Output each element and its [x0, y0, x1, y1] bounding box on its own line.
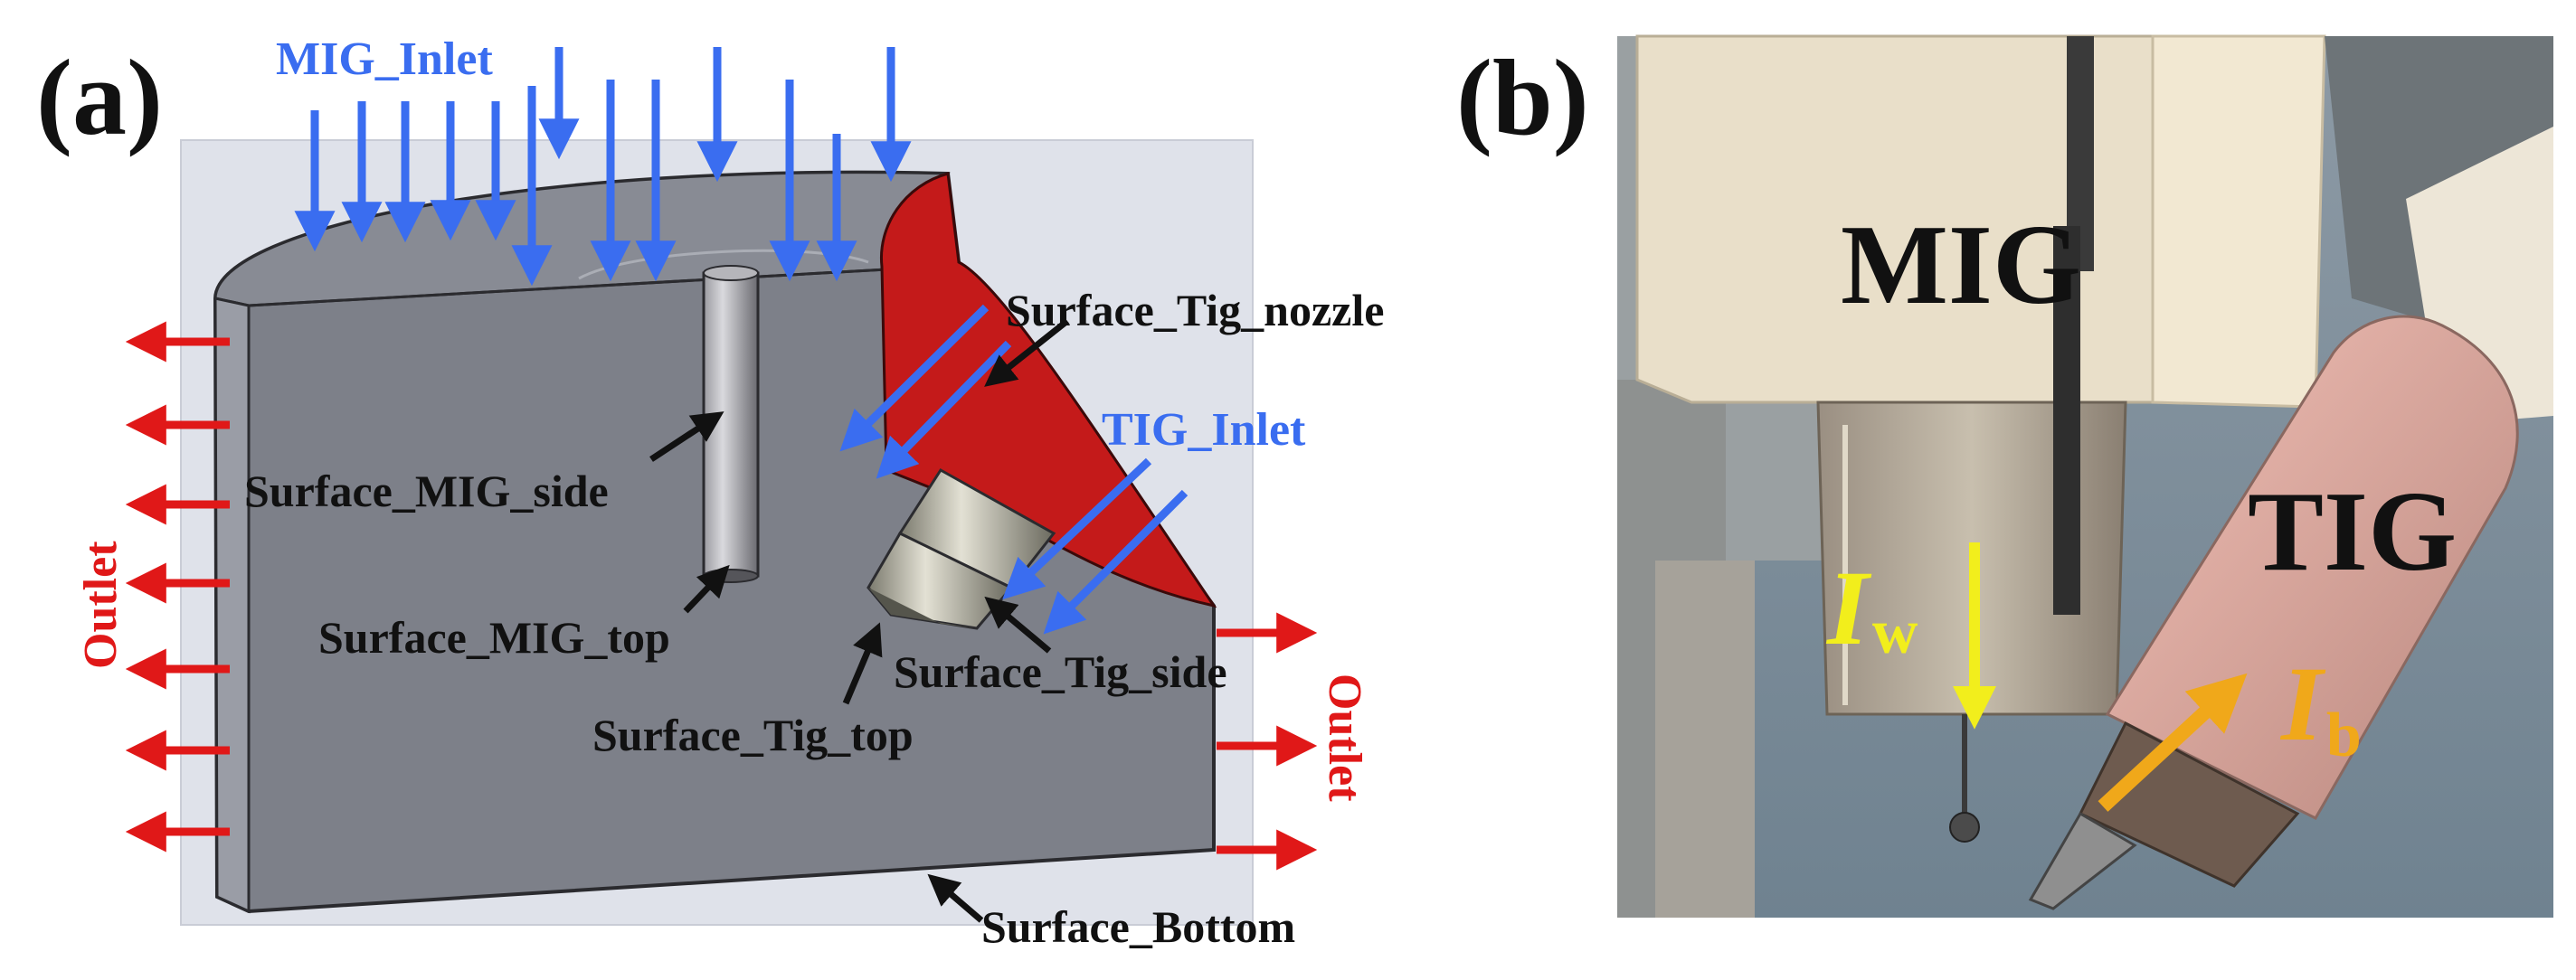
- mig-inlet-arrows: [294, 47, 912, 287]
- outlet-right-label: Outlet: [1319, 674, 1370, 802]
- panel-a-tag: (a): [36, 37, 163, 157]
- tig-inlet-label: TIG_Inlet: [1102, 404, 1306, 456]
- iw-label: Iw: [1825, 549, 1918, 667]
- panel-b-tag: (b): [1456, 37, 1589, 157]
- tig-label: TIG: [2248, 469, 2457, 595]
- ib-sub: b: [2326, 701, 2362, 770]
- right-outlet-arrows: [1217, 612, 1318, 871]
- surface-bottom-label: Surface_Bottom: [981, 901, 1295, 952]
- iw-main: I: [1825, 549, 1872, 667]
- block-left-face: [213, 297, 251, 914]
- mig-wire-rod: [702, 265, 760, 583]
- left-outlet-arrows: [125, 321, 230, 853]
- mig-inlet-label: MIG_Inlet: [276, 33, 493, 85]
- ib-label: Ib: [2279, 645, 2362, 770]
- surface-mig-side-label: Surface_MIG_side: [244, 466, 609, 516]
- surface-leader-arrows: [649, 318, 1070, 923]
- surface-tig-nozzle-label: Surface_Tig_nozzle: [1006, 285, 1384, 335]
- outlet-left-label: Outlet: [75, 541, 127, 669]
- panel-a: (a) MIG_Inlet TIG_Inlet Outlet Outlet Su…: [36, 33, 1384, 952]
- surface-mig-top-label: Surface_MIG_top: [318, 612, 670, 663]
- welding-torch-photo: [1617, 34, 2553, 918]
- ib-main: I: [2279, 645, 2326, 763]
- ib-current-arrow: [2098, 673, 2248, 812]
- iw-sub: w: [1872, 598, 1918, 667]
- panel-b: (b): [1456, 34, 2553, 918]
- surface-tig-side-label: Surface_Tig_side: [894, 646, 1227, 697]
- mig-label: MIG: [1841, 203, 2081, 328]
- surface-tig-top-label: Surface_Tig_top: [592, 710, 914, 760]
